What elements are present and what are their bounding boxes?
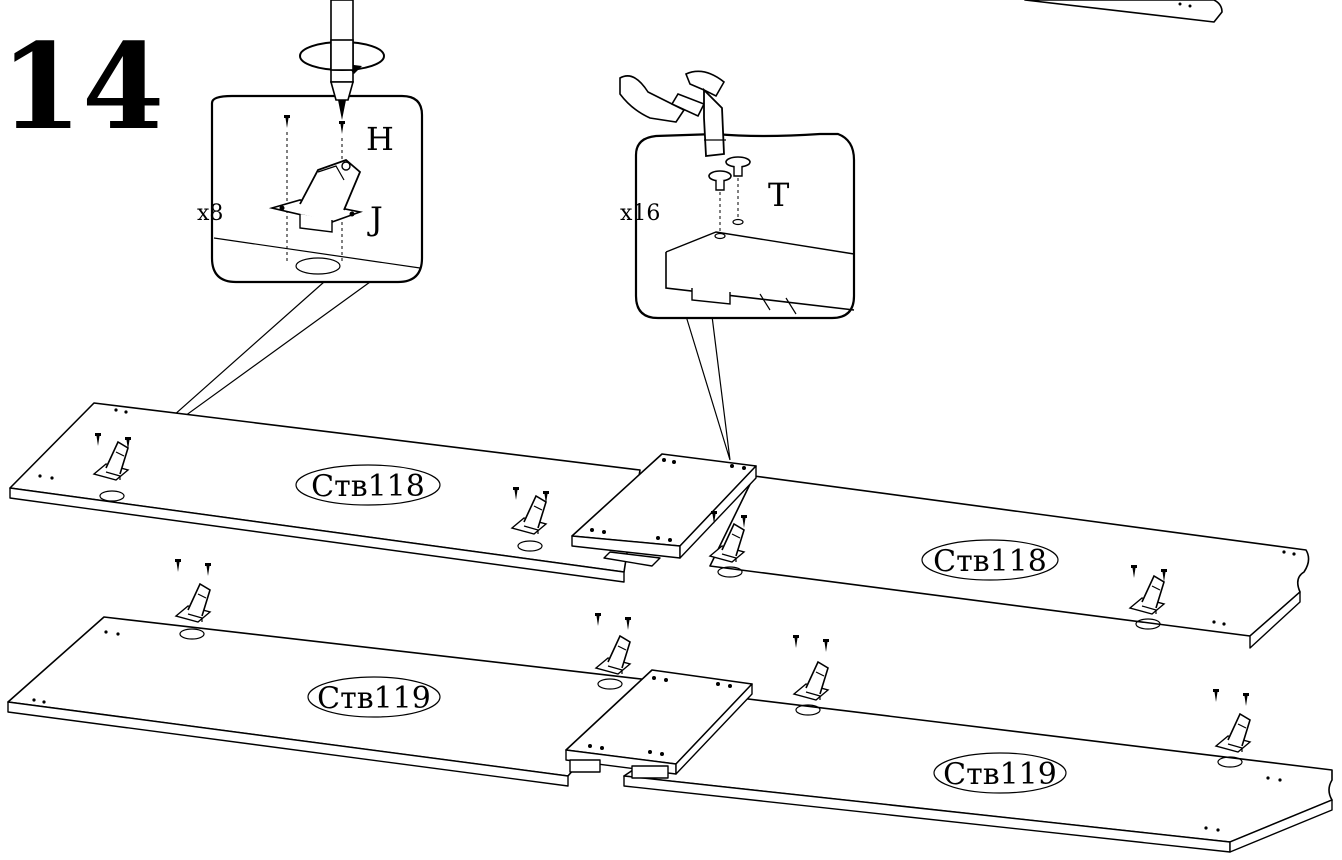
panel-label-top-right: Ств118 bbox=[921, 539, 1059, 581]
screw-icon bbox=[1213, 689, 1219, 702]
panel-code: Ств119 bbox=[943, 757, 1057, 792]
hinge-icon bbox=[793, 661, 829, 701]
partial-panel-top-right bbox=[1024, 0, 1223, 23]
screwdriver-icon bbox=[299, 0, 385, 120]
panel-label-bottom-left: Ств119 bbox=[307, 676, 441, 718]
dowel-icon bbox=[708, 156, 751, 191]
dowel-quantity: x16 bbox=[620, 201, 660, 226]
screw-icon bbox=[625, 617, 631, 630]
part-label-h: H bbox=[366, 120, 394, 158]
screw-icon bbox=[793, 635, 799, 648]
dowel-callout-pointer bbox=[685, 315, 731, 461]
dowel-callout: T x16 bbox=[619, 70, 856, 461]
hinge-icon bbox=[595, 635, 631, 675]
hammer-icon bbox=[619, 70, 726, 157]
panel-code: Ств119 bbox=[317, 681, 431, 716]
screw-icon bbox=[175, 559, 181, 572]
panel-label-top-left: Ств118 bbox=[295, 464, 441, 506]
connector-plate-top bbox=[571, 453, 757, 567]
panel-code: Ств118 bbox=[933, 544, 1047, 579]
part-label-j: J bbox=[367, 200, 383, 238]
screw-icon bbox=[823, 639, 829, 652]
hinge-quantity: x8 bbox=[197, 201, 223, 226]
panel-label-bottom-right: Ств119 bbox=[933, 752, 1067, 794]
connector-plate-bottom bbox=[565, 669, 753, 779]
hinge-icon bbox=[175, 583, 211, 623]
screw-icon bbox=[595, 613, 601, 626]
hinge-icon bbox=[1215, 713, 1251, 753]
step-number: 14 bbox=[0, 17, 164, 156]
part-label-t: T bbox=[768, 176, 790, 214]
screw-icon bbox=[205, 563, 211, 576]
hinge-callout: H J x8 bbox=[119, 0, 424, 464]
hinge-icon bbox=[268, 158, 363, 233]
panel-code: Ств118 bbox=[311, 469, 425, 504]
screw-icon bbox=[1243, 693, 1249, 706]
